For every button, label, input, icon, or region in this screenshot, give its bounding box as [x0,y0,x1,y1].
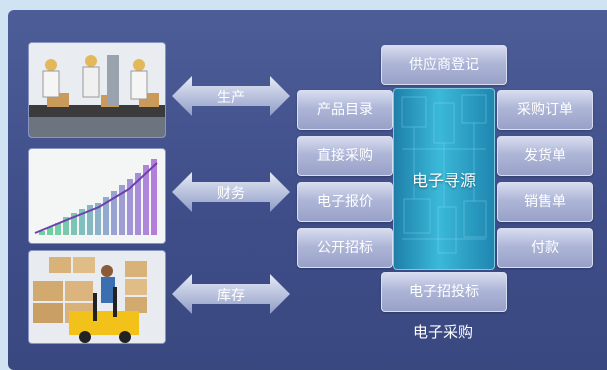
e-sourcing-button[interactable]: 电子寻源 [393,88,495,270]
finance-image [28,148,166,244]
public-tender-button[interactable]: 公开招标 [297,228,393,268]
double-arrow-icon [172,172,290,212]
forklift-warehouse-icon [29,251,165,343]
arrow-label-finance: 财务 [217,186,245,202]
bar-chart-icon [29,149,165,243]
direct-purchase-button[interactable]: 直接采购 [297,136,393,176]
purchase-order-button[interactable]: 采购订单 [497,90,593,130]
production-arrow: 生产 [172,76,290,116]
arrow-label-inventory: 库存 [217,288,245,304]
inventory-image [28,250,166,344]
supplier-registration-button[interactable]: 供应商登记 [381,45,507,85]
production-image [28,42,166,138]
product-catalog-button[interactable]: 产品目录 [297,90,393,130]
e-bidding-button[interactable]: 电子招投标 [381,272,507,312]
inventory-arrow: 库存 [172,274,290,314]
factory-workers-icon [29,43,165,137]
delivery-note-button[interactable]: 发货单 [497,136,593,176]
sales-order-button[interactable]: 销售单 [497,182,593,222]
payment-button[interactable]: 付款 [497,228,593,268]
e-quotation-button[interactable]: 电子报价 [297,182,393,222]
double-arrow-icon [172,274,290,314]
finance-arrow: 财务 [172,172,290,212]
double-arrow-icon [172,76,290,116]
e-procurement-caption: 电子采购 [412,323,473,341]
arrow-label-production: 生产 [217,90,245,106]
e-sourcing-label: 电子寻源 [411,171,476,190]
circuit-pattern-icon [401,94,487,254]
